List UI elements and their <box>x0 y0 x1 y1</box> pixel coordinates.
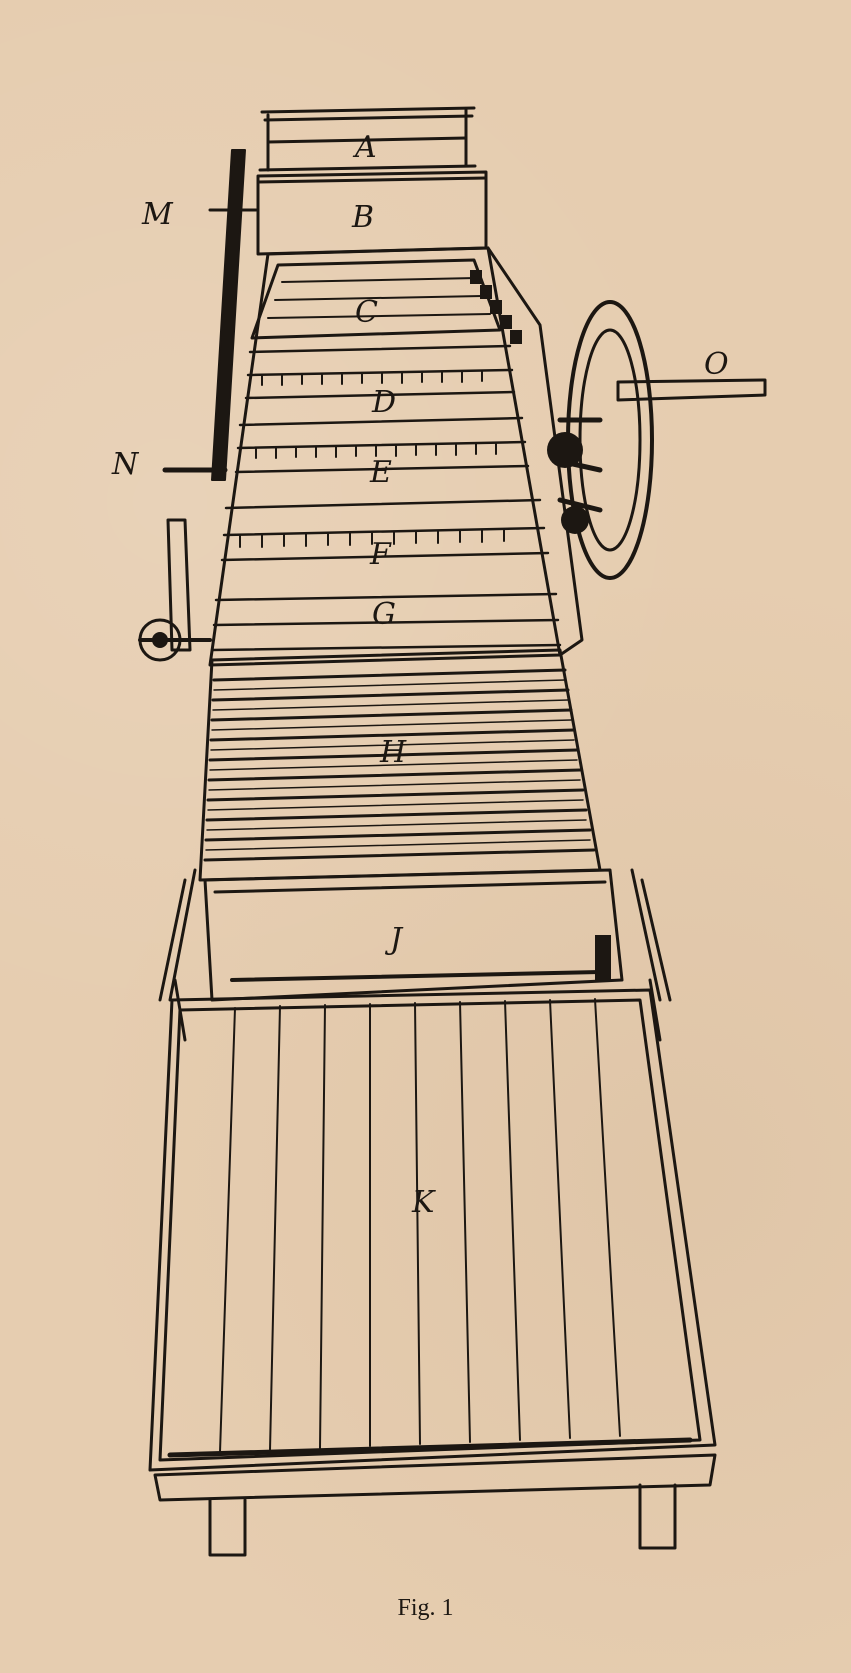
label-j: J <box>390 922 403 957</box>
legs <box>208 1483 677 1557</box>
figure-caption: Fig. 1 <box>397 1595 454 1621</box>
platform-k <box>148 988 717 1502</box>
label-m: M <box>142 197 173 232</box>
wheel-o <box>547 300 767 580</box>
tray-c <box>250 258 522 344</box>
comb-teeth <box>239 370 505 548</box>
label-o: O <box>704 347 729 382</box>
trough-j <box>203 868 624 1002</box>
label-b: B <box>352 200 375 235</box>
side-board-m <box>208 149 258 481</box>
label-e: E <box>370 455 392 490</box>
label-n: N <box>112 447 139 482</box>
left-mechanism <box>138 518 212 662</box>
label-c: C <box>355 295 378 330</box>
comb-rows <box>210 344 562 652</box>
frame-a <box>258 106 477 172</box>
label-g: G <box>372 597 396 632</box>
label-d: D <box>372 385 397 420</box>
label-h: H <box>380 735 407 770</box>
label-k: K <box>412 1185 435 1220</box>
label-a: A <box>355 130 377 165</box>
label-f: F <box>370 537 391 572</box>
